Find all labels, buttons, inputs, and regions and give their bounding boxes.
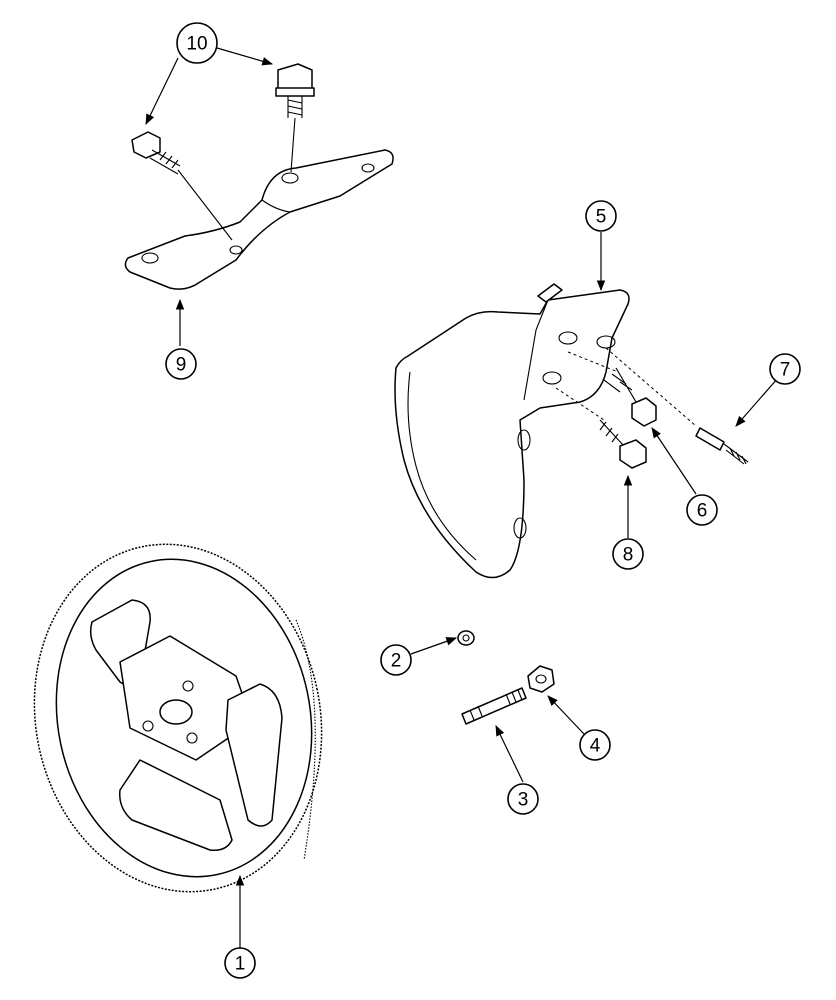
stud-part-7 [605,347,749,465]
callout-10: 10 [176,22,218,64]
callout-label-1: 1 [235,954,246,975]
bolt-part-10b [131,131,233,241]
callout-label-7: 7 [780,360,791,381]
stud-part-3 [461,687,527,725]
callout-9: 9 [165,348,197,380]
callout-label-9: 9 [176,355,187,376]
callout-7: 7 [769,353,801,385]
callout-label-5: 5 [596,207,607,228]
callout-label-4: 4 [590,736,601,757]
flange-nut-part [527,665,555,693]
bolt-part-8 [555,387,647,469]
callout-2: 2 [380,644,412,676]
callout-1: 1 [224,947,256,979]
callout-label-3: 3 [518,790,529,811]
callout-6: 6 [686,494,718,526]
callout-label-10: 10 [186,34,207,55]
bolt-part-10a [275,63,315,173]
callout-3: 3 [507,783,539,815]
camshaft-gear-part [33,543,323,893]
callout-label-6: 6 [697,501,708,522]
plate-part [124,149,394,290]
callout-label-8: 8 [623,545,634,566]
washer-part [457,630,475,646]
callout-5: 5 [585,200,617,232]
support-bracket-part [394,283,630,579]
callout-label-2: 2 [391,651,402,672]
callout-8: 8 [612,538,644,570]
leader-lines [145,47,779,948]
bolt-part-6 [567,351,657,427]
callout-4: 4 [579,729,611,761]
